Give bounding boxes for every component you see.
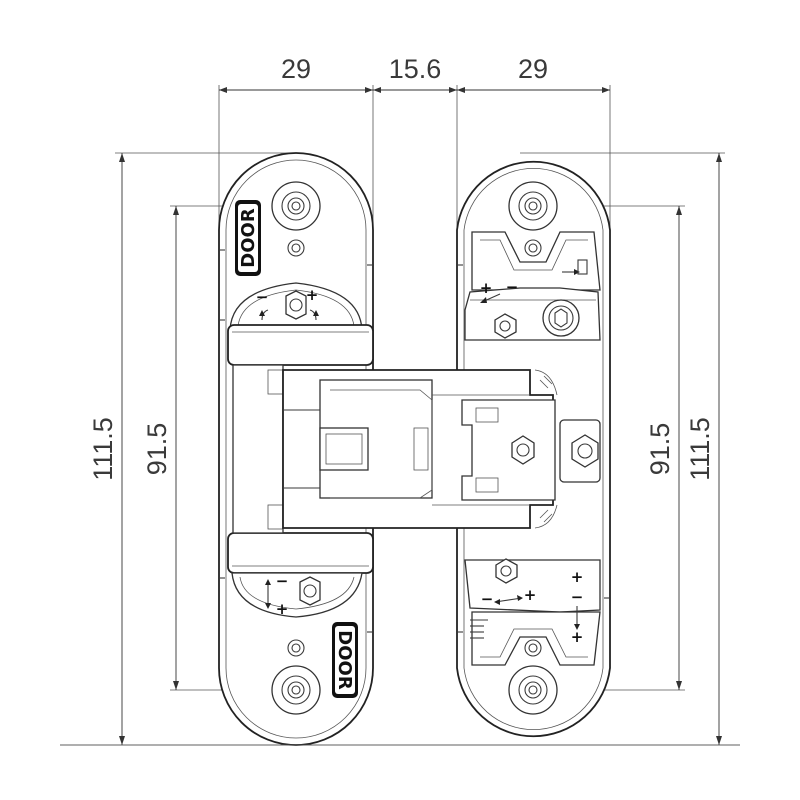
horizontal-adjust-arrow-icon — [494, 595, 523, 605]
plus-sign-right-lower: + — [524, 586, 537, 604]
diagonal-adjust-arrow-icon — [480, 293, 501, 303]
door-label-lower-text: DOOR — [334, 630, 355, 690]
left-upper-adjuster — [227, 282, 374, 366]
left-lower-adjuster — [227, 532, 374, 618]
minus-sign-right-side: − — [571, 588, 584, 606]
mounting-hole-right-top — [508, 181, 558, 257]
door-label-lower: DOOR — [332, 622, 358, 698]
dimension-right-outer: 111.5 — [685, 417, 715, 481]
door-direction-icon — [562, 259, 588, 275]
vertical-adjust-arrow-icon — [265, 579, 271, 609]
dimension-top-left: 29 — [281, 54, 311, 84]
right-lower-cam — [464, 558, 601, 666]
plus-sign-left-lower: + — [276, 600, 289, 618]
plus-sign-right-side-top: + — [571, 568, 584, 586]
dimension-top-right: 29 — [518, 54, 548, 84]
mounting-hole-right-bottom — [508, 639, 558, 715]
adjust-arrow-icon — [259, 309, 319, 321]
minus-sign-right-upper: − — [506, 278, 519, 296]
depth-adjust-arrow-icon — [574, 606, 580, 630]
door-label-upper: DOOR — [235, 200, 261, 276]
central-linkage — [232, 364, 601, 534]
minus-sign-left-lower: − — [276, 572, 289, 590]
plus-sign-right-side-bottom: + — [571, 628, 584, 646]
mounting-hole-left-bottom — [271, 639, 321, 715]
minus-sign-right-lower: − — [481, 590, 494, 608]
minus-sign-left-upper: − — [256, 288, 269, 306]
right-upper-cam — [464, 231, 601, 341]
dimension-left-outer: 111.5 — [88, 417, 118, 481]
mounting-hole-left-top — [271, 181, 321, 257]
dimension-left-inner: 91.5 — [142, 423, 172, 476]
plus-sign-left-upper: + — [306, 286, 319, 304]
door-label-upper-text: DOOR — [238, 208, 259, 268]
dimension-right-inner: 91.5 — [645, 423, 675, 476]
plus-sign-right-upper: + — [480, 279, 493, 297]
dimension-top-center: 15.6 — [389, 54, 442, 84]
scale-ticks — [470, 619, 488, 639]
